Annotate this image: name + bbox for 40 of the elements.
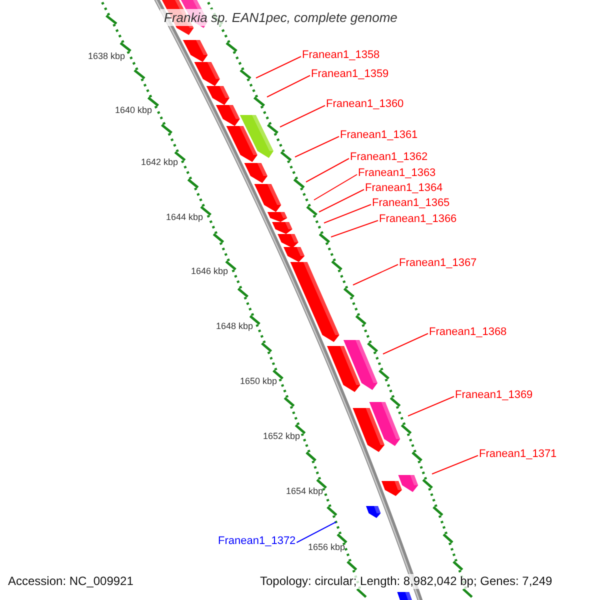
gene-label: Franean1_1364 <box>365 182 443 195</box>
leader-line <box>280 105 326 128</box>
leader-line <box>266 75 310 98</box>
leader-line <box>352 264 398 286</box>
position-label: 1648 kbp <box>216 321 254 331</box>
leader-line <box>294 136 340 158</box>
position-label: 1650 kbp <box>240 376 278 386</box>
position-label: 1644 kbp <box>166 212 204 222</box>
gene-label: Franean1_1368 <box>429 326 507 339</box>
gene-label: Franean1_1372 <box>218 535 296 548</box>
position-label: 1654 kbp <box>286 486 324 496</box>
gene-label: Franean1_1369 <box>455 389 533 402</box>
gene-label: Franean1_1361 <box>340 129 418 142</box>
gene-label: Franean1_1371 <box>479 448 557 461</box>
leader-line <box>382 333 428 354</box>
leader-line <box>306 158 350 182</box>
gene-label: Franean1_1363 <box>358 167 436 180</box>
leader-line <box>314 174 358 200</box>
position-label: 1646 kbp <box>191 266 228 276</box>
leader-line <box>296 522 336 543</box>
gene-label: Franean1_1358 <box>302 49 380 62</box>
leader-line <box>256 56 302 78</box>
leader-line <box>324 204 372 224</box>
leader-line <box>318 189 364 212</box>
gene-label: Franean1_1359 <box>311 68 389 81</box>
gene-label: Franean1_1360 <box>326 98 404 111</box>
leader-line <box>408 396 454 416</box>
leader-line <box>330 220 378 238</box>
gene-label: Franean1_1365 <box>372 197 450 210</box>
genome-info-label: Topology: circular; Length: 8,982,042 bp; Genes: 7,249 <box>258 574 554 589</box>
accession-label: Accession: NC_009921 <box>6 574 136 589</box>
leader-line <box>432 455 478 474</box>
gene-label: Franean1_1367 <box>399 257 477 270</box>
position-label: 1652 kbp <box>263 431 300 441</box>
position-label: 1656 kbp <box>308 542 346 552</box>
gene-label: Franean1_1366 <box>379 213 457 226</box>
gene-label: Franean1_1362 <box>350 151 428 164</box>
position-label: 1638 kbp <box>88 51 126 61</box>
position-label: 1642 kbp <box>141 157 178 167</box>
position-label: 1640 kbp <box>115 105 152 115</box>
